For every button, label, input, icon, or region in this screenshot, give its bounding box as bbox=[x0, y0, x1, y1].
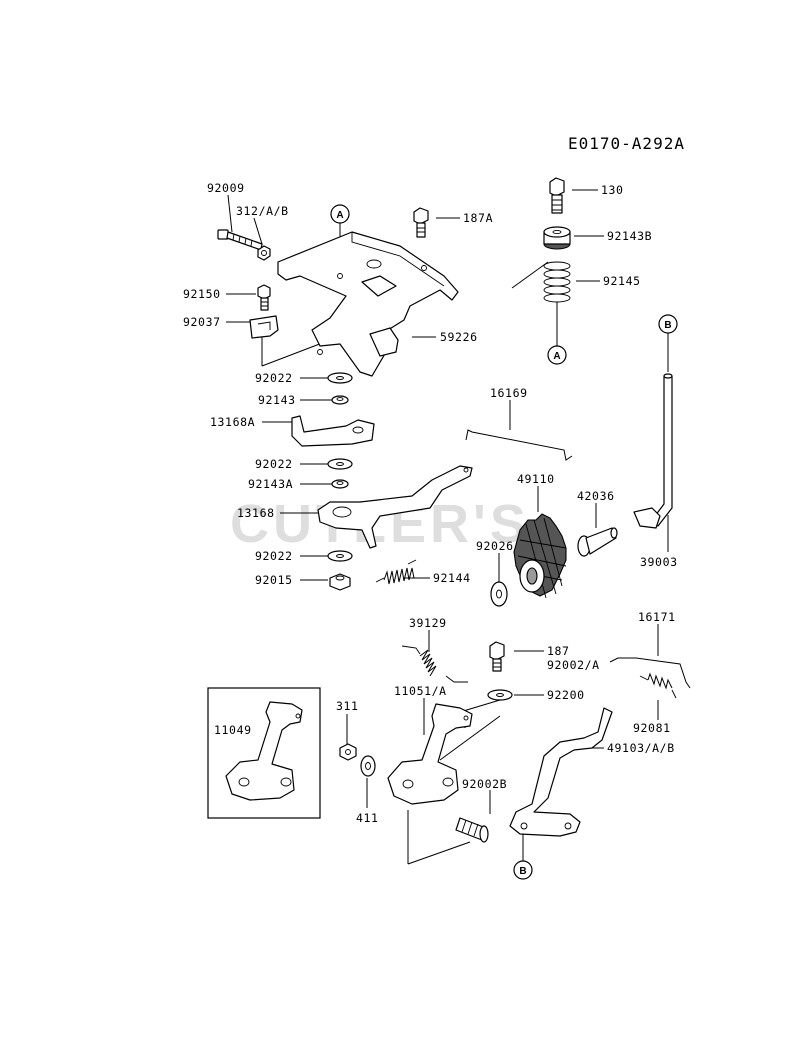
label-42036: 42036 bbox=[577, 489, 615, 503]
label-311: 311 bbox=[336, 699, 359, 713]
lever-11049-icon bbox=[225, 701, 303, 801]
shaft-39003-icon bbox=[633, 373, 673, 529]
bolt-187-icon bbox=[489, 641, 505, 672]
bolt-92009-icon bbox=[217, 229, 263, 251]
bolt-92150-icon bbox=[257, 284, 271, 311]
part-labels: 92009 312/A/B 92150 92037 187A 59226 920… bbox=[183, 181, 678, 825]
washer-92026-icon bbox=[490, 581, 508, 607]
label-11051A: 11051/A bbox=[394, 684, 447, 698]
label-92026: 92026 bbox=[476, 539, 514, 553]
washer-92022-mid-icon bbox=[327, 458, 353, 470]
svg-text:A: A bbox=[553, 351, 560, 362]
bracket-59226-icon bbox=[277, 231, 459, 377]
lever-13168-icon bbox=[317, 465, 473, 549]
label-92037: 92037 bbox=[183, 315, 221, 329]
label-92022-mid: 92022 bbox=[255, 457, 293, 471]
ref-marker-a-top: A bbox=[330, 204, 350, 224]
ref-marker-b-top: B bbox=[658, 314, 678, 334]
svg-text:B: B bbox=[664, 320, 671, 331]
inset-box-11049 bbox=[207, 687, 321, 819]
nut-312-icon bbox=[257, 245, 271, 261]
label-130: 130 bbox=[601, 183, 624, 197]
label-16171: 16171 bbox=[638, 610, 676, 624]
label-16169: 16169 bbox=[490, 386, 528, 400]
label-92022-top: 92022 bbox=[255, 371, 293, 385]
label-92200: 92200 bbox=[547, 688, 585, 702]
spring-92144-icon bbox=[375, 559, 417, 585]
gear-49110-icon bbox=[513, 513, 567, 599]
label-39003: 39003 bbox=[640, 555, 678, 569]
leader-lines bbox=[226, 189, 669, 865]
label-92081: 92081 bbox=[633, 721, 671, 735]
washer-92200-icon bbox=[487, 689, 513, 701]
label-13168: 13168 bbox=[237, 506, 275, 520]
bushing-92143-icon bbox=[331, 395, 349, 405]
label-312AB: 312/A/B bbox=[236, 204, 289, 218]
label-92002B: 92002B bbox=[462, 777, 507, 791]
label-92143B: 92143B bbox=[607, 229, 652, 243]
washer-92022-top-icon bbox=[327, 372, 353, 384]
label-187A: 187A bbox=[463, 211, 493, 225]
label-13168A: 13168A bbox=[210, 415, 255, 429]
label-92144: 92144 bbox=[433, 571, 471, 585]
spring-39129-icon bbox=[401, 645, 468, 683]
rod-16171-icon bbox=[609, 657, 691, 689]
label-11049: 11049 bbox=[214, 723, 252, 737]
pin-42036-icon bbox=[577, 527, 618, 557]
label-92015: 92015 bbox=[255, 573, 293, 587]
diagram-code: E0170-A292A bbox=[568, 134, 685, 153]
label-92143A: 92143A bbox=[248, 477, 293, 491]
clip-92037-icon bbox=[249, 315, 279, 339]
label-92022-low: 92022 bbox=[255, 549, 293, 563]
nut-92015-icon bbox=[329, 573, 351, 591]
ref-marker-b-bottom: B bbox=[513, 860, 533, 880]
label-49110: 49110 bbox=[517, 472, 555, 486]
lever-11051A-icon bbox=[387, 703, 473, 805]
washer-92022-low-icon bbox=[327, 550, 353, 562]
spring-92145-icon bbox=[543, 261, 571, 303]
label-92002A: 92002/A bbox=[547, 658, 600, 672]
nut-311-icon bbox=[339, 743, 357, 761]
label-411: 411 bbox=[356, 811, 379, 825]
bolt-92002B-icon bbox=[455, 817, 489, 843]
rod-16169-icon bbox=[465, 429, 573, 461]
bushing-92143A-icon bbox=[331, 479, 349, 489]
svg-text:A: A bbox=[336, 210, 343, 221]
svg-text:B: B bbox=[519, 866, 526, 877]
label-92143: 92143 bbox=[258, 393, 296, 407]
bolt-130-icon bbox=[549, 177, 565, 214]
screw-187A-icon bbox=[413, 207, 429, 238]
label-92145: 92145 bbox=[603, 274, 641, 288]
spring-92081-icon bbox=[639, 672, 677, 699]
label-59226: 59226 bbox=[440, 330, 478, 344]
label-49103AB: 49103/A/B bbox=[607, 741, 675, 755]
ref-marker-a-right: A bbox=[547, 345, 567, 365]
cap-92143B-icon bbox=[543, 226, 571, 250]
label-39129: 39129 bbox=[409, 616, 447, 630]
lever-13168A-icon bbox=[291, 415, 375, 447]
washer-411-icon bbox=[360, 755, 376, 777]
lever-49103AB-icon bbox=[509, 707, 613, 837]
label-92009: 92009 bbox=[207, 181, 245, 195]
label-187: 187 bbox=[547, 644, 570, 658]
label-92150: 92150 bbox=[183, 287, 221, 301]
